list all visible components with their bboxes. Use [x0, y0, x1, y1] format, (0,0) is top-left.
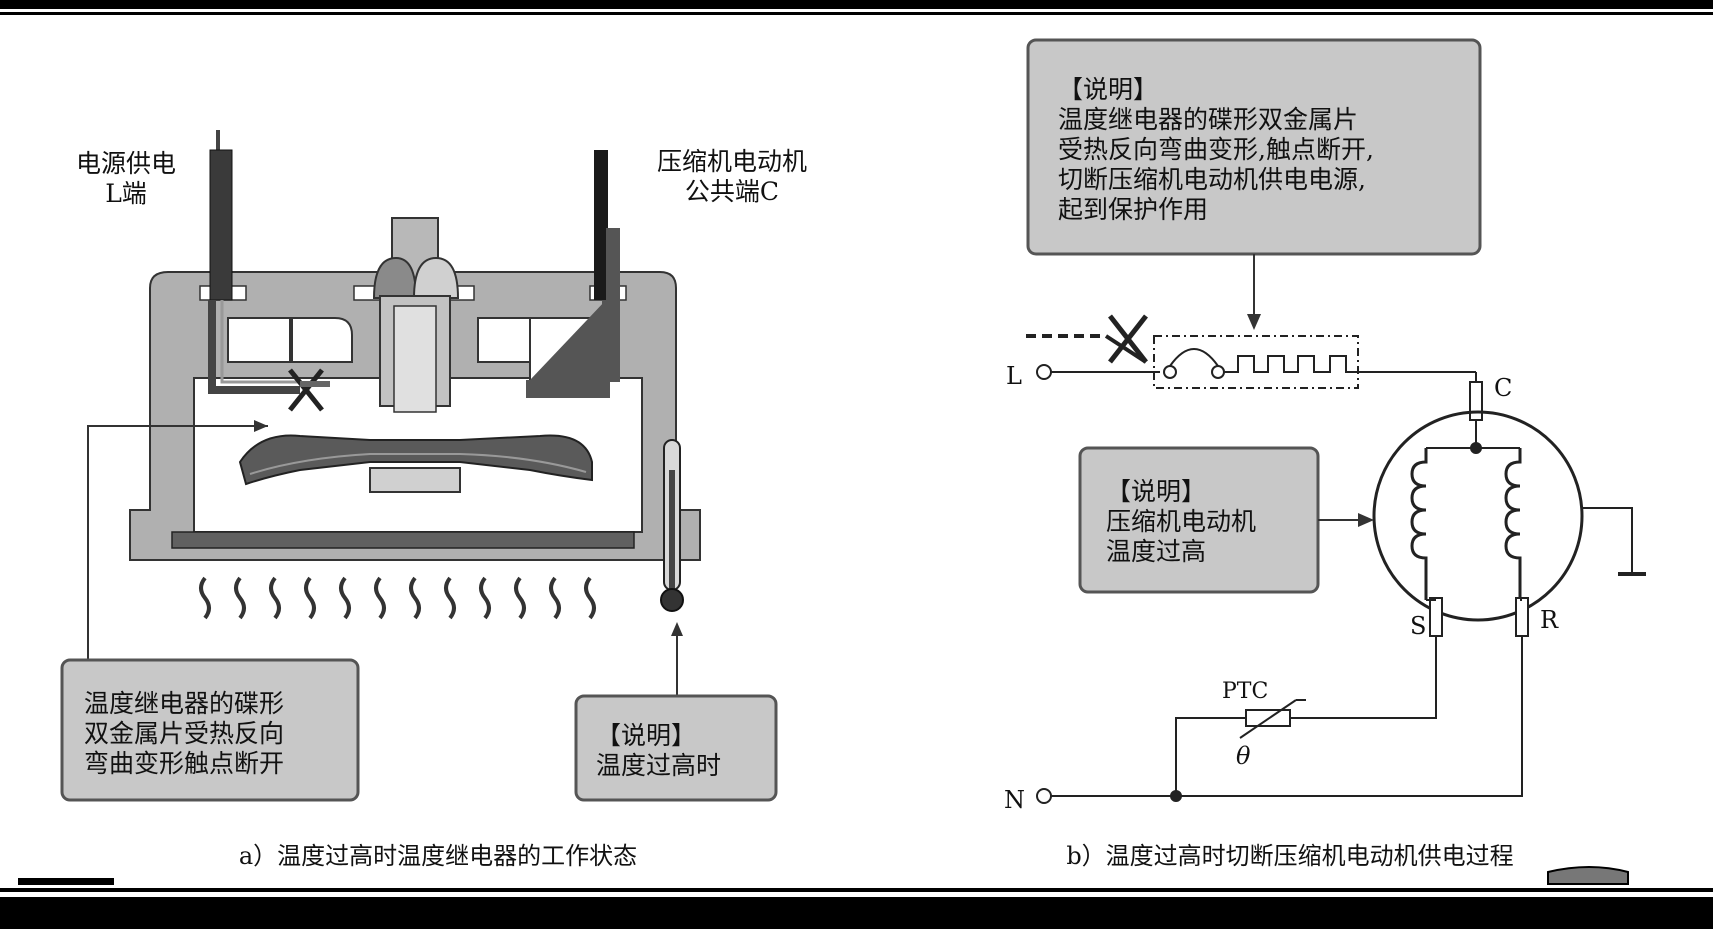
l-terminal-post — [209, 149, 233, 301]
note-top-line1: 【说明】 — [1058, 75, 1158, 104]
c-terminal-lead — [526, 300, 610, 398]
callout-bimetal-line2: 双金属片受热反向 — [84, 719, 284, 748]
wire-r-to-n — [1050, 636, 1523, 797]
callout-bimetal-line3: 弯曲变形触点断开 — [84, 749, 284, 778]
relay-dashed-box — [1153, 335, 1359, 389]
terminal-n-label: N — [1004, 786, 1025, 814]
start-winding — [1410, 448, 1428, 600]
note-motor-line1: 【说明】 — [1106, 477, 1206, 506]
callout-temp-line1: 【说明】 — [596, 721, 696, 750]
run-winding — [1504, 448, 1522, 600]
ground-wire — [1582, 507, 1633, 574]
label-compressor-line2: 公共端C — [685, 177, 779, 206]
callout-bimetal-box — [60, 658, 360, 802]
top-border-bar — [0, 0, 1713, 9]
callout-temp-line2: 温度过高时 — [596, 751, 721, 780]
ptc-label: PTC — [1222, 679, 1268, 704]
note-motor-line2: 压缩机电动机 — [1106, 507, 1256, 536]
note-top-arrow — [1247, 314, 1261, 330]
push-rod-inner — [393, 305, 437, 413]
label-power-l-line2: L端 — [105, 179, 147, 208]
l-terminal-lead — [208, 300, 300, 394]
callout-bimetal-line1: 温度继电器的碟形 — [84, 689, 284, 718]
bimetal-disc-seam — [249, 453, 587, 475]
heat-waves — [199, 576, 596, 620]
terminal-l-label: L — [1006, 362, 1022, 390]
bimetal-leader-line — [87, 425, 268, 662]
bottom-right-mark — [1547, 866, 1629, 885]
bimetal-disc — [238, 434, 593, 486]
terminal-l-dot — [1036, 364, 1052, 380]
relay-contact-1 — [1163, 365, 1177, 379]
wire-ptc-to-n — [1175, 717, 1246, 796]
contact-lever — [1104, 334, 1148, 364]
bottom-border-thin — [0, 888, 1713, 892]
caption-a: a）温度过高时温度继电器的工作状态 — [239, 842, 637, 870]
motor-circle — [1372, 410, 1584, 622]
terminal-r-block — [1515, 597, 1529, 637]
terminal-r-label: R — [1540, 606, 1559, 634]
bottom-border-bar — [0, 897, 1713, 929]
c-terminal-post — [594, 150, 608, 300]
label-compressor-line1: 压缩机电动机 — [657, 147, 807, 176]
top-border-thin — [0, 12, 1713, 15]
thermometer-bulb — [660, 588, 684, 612]
housing-window-left — [227, 317, 291, 363]
relay-heater-coil — [1224, 355, 1358, 373]
ptc-slash — [1239, 699, 1297, 739]
ptc-theta-label: θ — [1236, 742, 1251, 770]
junction-node — [1170, 790, 1182, 802]
relay-bimetal-arc — [1169, 348, 1219, 367]
terminal-s-label: S — [1410, 612, 1426, 640]
callout-temp-box — [574, 694, 778, 802]
terminal-c-block — [1469, 381, 1483, 421]
terminal-c-label: C — [1494, 374, 1512, 402]
housing-window-right — [477, 317, 531, 363]
note-top-line4: 切断压缩机电动机供电电源, — [1058, 165, 1366, 194]
terminal-s-block — [1429, 597, 1443, 637]
bimetal-leader-arrow — [254, 420, 268, 432]
housing-window-left-2 — [291, 317, 353, 363]
open-contact-symbol — [288, 368, 330, 412]
l-terminal-lead-inner — [220, 300, 300, 384]
rod-base — [369, 467, 461, 493]
note-motor-line3: 温度过高 — [1106, 537, 1206, 566]
break-mark-2 — [1108, 314, 1148, 364]
relay-contact-2 — [1211, 365, 1225, 379]
temp-leader-arrow — [671, 622, 683, 636]
label-power-l-line1: 电源供电 — [76, 149, 176, 178]
adjust-knob-right — [412, 256, 460, 299]
note-top-line5: 起到保护作用 — [1058, 195, 1208, 224]
note-top-line2: 温度继电器的碟形双金属片 — [1058, 105, 1358, 134]
note-top-line3: 受热反向弯曲变形,触点断开, — [1058, 135, 1374, 164]
thermal-relay-illustration — [87, 130, 701, 700]
terminal-n-dot — [1036, 788, 1052, 804]
bottom-left-mark — [18, 878, 114, 885]
wire-s-to-ptc — [1290, 636, 1437, 719]
adjust-knob-left — [372, 256, 418, 299]
circuit-schematic — [1026, 314, 1646, 804]
caption-b: b）温度过高时切断压缩机电动机供电过程 — [1066, 842, 1513, 870]
heater-plate — [171, 531, 635, 549]
thermometer-mercury — [669, 470, 675, 598]
note-motor-arrow — [1358, 513, 1374, 527]
